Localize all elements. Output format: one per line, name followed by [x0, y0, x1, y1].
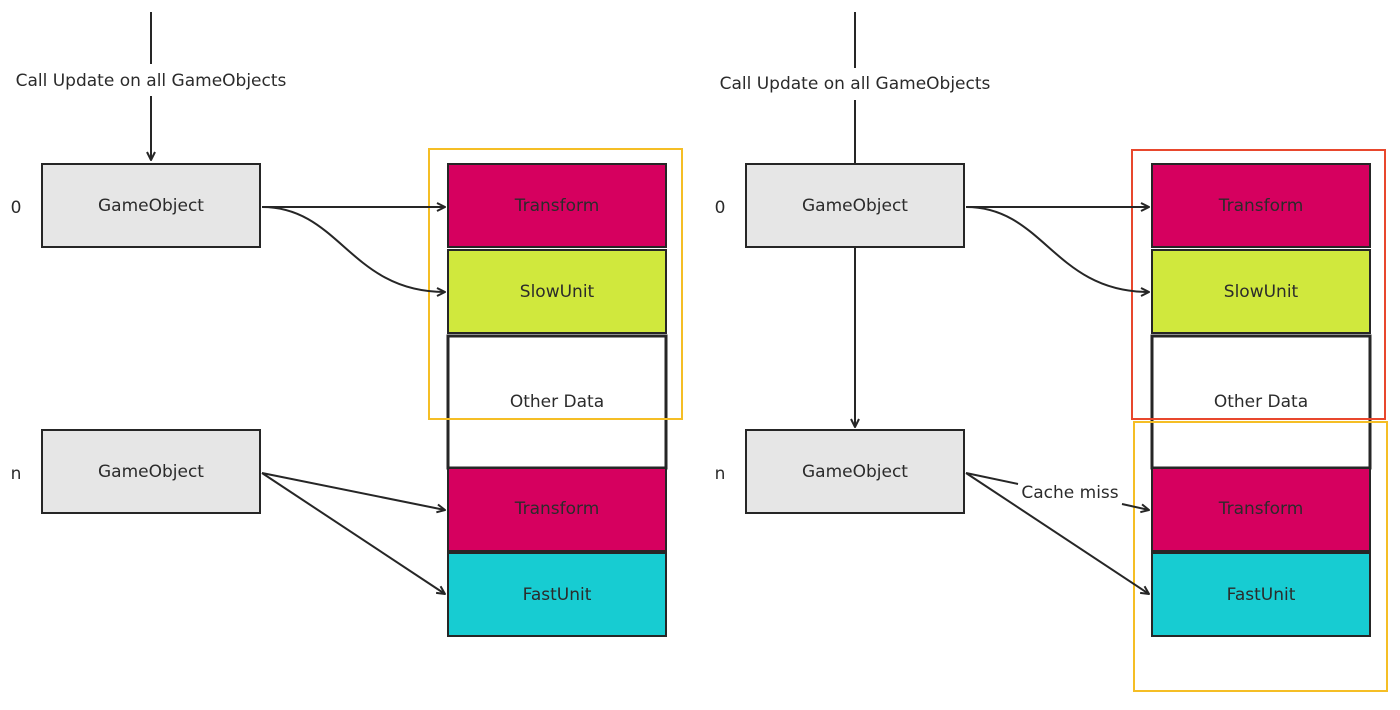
right-game-object-n-label: GameObject [802, 462, 908, 482]
right-slow-unit-block [1151, 249, 1371, 334]
left-arrow-to-transform-n [261, 472, 446, 514]
right-arrow-to-transform-n-b [1121, 503, 1150, 514]
left-arrow-to-slow-unit [261, 206, 446, 297]
right-cache-miss-label: Cache miss [1021, 483, 1118, 503]
left-cache-line-highlight [428, 148, 683, 420]
left-arrow-to-fast-unit [261, 472, 446, 595]
right-game-object-0-label: GameObject [802, 196, 908, 216]
left-slow-unit-block [447, 249, 667, 334]
left-slow-unit-label: SlowUnit [520, 282, 595, 302]
left-other-data-label: Other Data [510, 392, 604, 412]
right-other-data-label: Other Data [1214, 392, 1308, 412]
left-transform-n-block [447, 467, 667, 552]
right-evicted-cache-highlight [1131, 149, 1386, 420]
right-cache-miss-label-bg [1020, 478, 1120, 504]
left-game-object-n-box [41, 429, 261, 514]
left-call-label: Call Update on all GameObjects [16, 71, 287, 91]
right-game-object-n-box [745, 429, 965, 514]
right-call-label: Call Update on all GameObjects [720, 74, 991, 94]
right-row-index-n: n [715, 464, 726, 484]
right-transform-0-block [1151, 163, 1371, 248]
right-transform-n-label: Transform [1218, 499, 1304, 519]
right-fast-unit-block [1151, 552, 1371, 637]
left-game-object-n-label: GameObject [98, 462, 204, 482]
right-arrow-to-fast-unit [965, 472, 1150, 595]
left-transform-0-label: Transform [514, 196, 600, 216]
left-row-index-0: 0 [11, 198, 22, 218]
left-fast-unit-block [447, 552, 667, 637]
right-arrow-to-slow-unit [965, 206, 1150, 297]
right-arrow-to-transform-n-a [965, 472, 1019, 485]
left-transform-0-block [447, 163, 667, 248]
left-game-object-0-label: GameObject [98, 196, 204, 216]
left-game-object-0-box [41, 163, 261, 248]
left-fast-unit-label: FastUnit [523, 585, 592, 605]
left-row-index-n: n [11, 464, 22, 484]
right-game-object-0-box [745, 163, 965, 248]
left-other-data-block [446, 334, 668, 470]
left-diagram: Call Update on all GameObjects 0 n GameO… [11, 12, 683, 637]
left-transform-n-label: Transform [514, 499, 600, 519]
right-cache-line-highlight [1133, 421, 1388, 692]
right-other-data-block [1150, 334, 1372, 470]
right-transform-n-block [1151, 467, 1371, 552]
right-fast-unit-label: FastUnit [1227, 585, 1296, 605]
right-diagram: Call Update on all GameObjects 0 n GameO… [715, 12, 1388, 692]
right-slow-unit-label: SlowUnit [1224, 282, 1299, 302]
right-row-index-0: 0 [715, 198, 726, 218]
right-transform-0-label: Transform [1218, 196, 1304, 216]
